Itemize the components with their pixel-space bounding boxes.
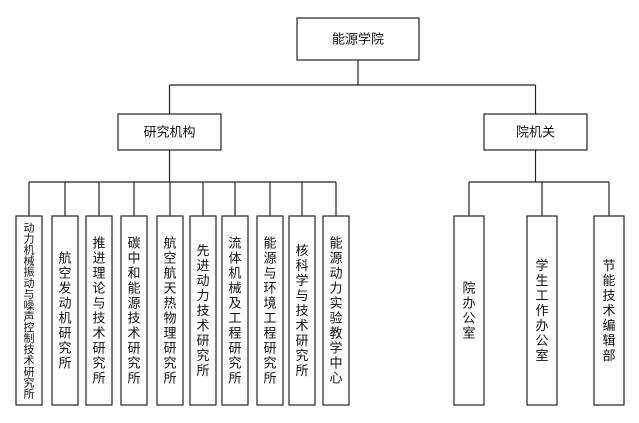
child-node-0-8-label: 核科学与技术研究所 (295, 244, 308, 379)
child-node-0-1-box (51, 215, 79, 406)
child-node-1-2: 节能技术编辑部 (593, 215, 625, 406)
branch-node-1-label: 院机关 (516, 126, 555, 141)
child-node-1-1: 学生工作办公室 (526, 215, 558, 406)
child-node-0-6-box (221, 215, 249, 406)
child-node-0-7: 能源与环境工程研究所 (256, 215, 284, 406)
child-node-0-4-label: 航空航天热物理研究所 (163, 236, 176, 387)
child-node-1-2-label: 节能技术编辑部 (602, 259, 615, 364)
branch-node-1-box (483, 113, 588, 151)
child-node-1-0-box (453, 215, 485, 406)
child-node-0-5-box (189, 215, 217, 406)
child-node-0-7-box (256, 215, 284, 406)
branch-node-1: 院机关 (483, 113, 588, 151)
child-node-0-5: 先进动力技术研究所 (189, 215, 217, 406)
child-node-0-4-box (156, 215, 184, 406)
child-node-1-2-box (593, 215, 625, 406)
root-node: 能源学院 (296, 17, 420, 61)
child-node-0-3-box (120, 215, 148, 406)
connector-lines (28, 60, 610, 216)
child-node-1-1-label: 学生工作办公室 (535, 258, 548, 364)
child-node-0-4: 航空航天热物理研究所 (156, 215, 184, 406)
child-node-1-0-label: 院办公室 (462, 282, 475, 342)
child-node-0-8: 核科学与技术研究所 (288, 215, 316, 406)
branch-node-0-box (117, 113, 222, 151)
root-node-label: 能源学院 (332, 32, 384, 48)
branch-node-0-label: 研究机构 (143, 126, 195, 141)
root-node-box (296, 17, 420, 61)
child-node-0-0-box (15, 215, 43, 406)
child-node-0-6: 流体机械及工程研究所 (221, 215, 249, 406)
child-node-0-2-label: 推进理论与技术研究所 (92, 237, 105, 387)
child-node-0-2: 推进理论与技术研究所 (85, 215, 113, 406)
child-node-1-1-box (526, 215, 558, 406)
child-node-0-0: 动力机械振动与噪声控制技术研究所 (15, 215, 43, 406)
child-node-0-7-label: 能源与环境工程研究所 (263, 237, 276, 387)
child-node-0-1: 航空发动机研究所 (51, 215, 79, 406)
child-node-0-5-label: 先进动力技术研究所 (196, 244, 209, 379)
branch-node-0: 研究机构 (117, 113, 222, 151)
child-node-0-6-label: 流体机械及工程研究所 (228, 237, 241, 387)
child-node-0-9-box (322, 215, 350, 406)
child-node-1-0: 院办公室 (453, 215, 485, 406)
child-node-0-8-box (288, 215, 316, 406)
child-node-0-0-label: 动力机械振动与噪声控制技术研究所 (24, 221, 35, 400)
child-node-0-9-label: 能源动力实验教学中心 (329, 237, 342, 387)
child-node-0-9: 能源动力实验教学中心 (322, 215, 350, 406)
child-node-0-3: 碳中和能源技术研究所 (120, 215, 148, 406)
child-node-0-1-label: 航空发动机研究所 (58, 251, 71, 372)
child-node-0-3-label: 碳中和能源技术研究所 (127, 237, 140, 387)
child-node-0-2-box (85, 215, 113, 406)
